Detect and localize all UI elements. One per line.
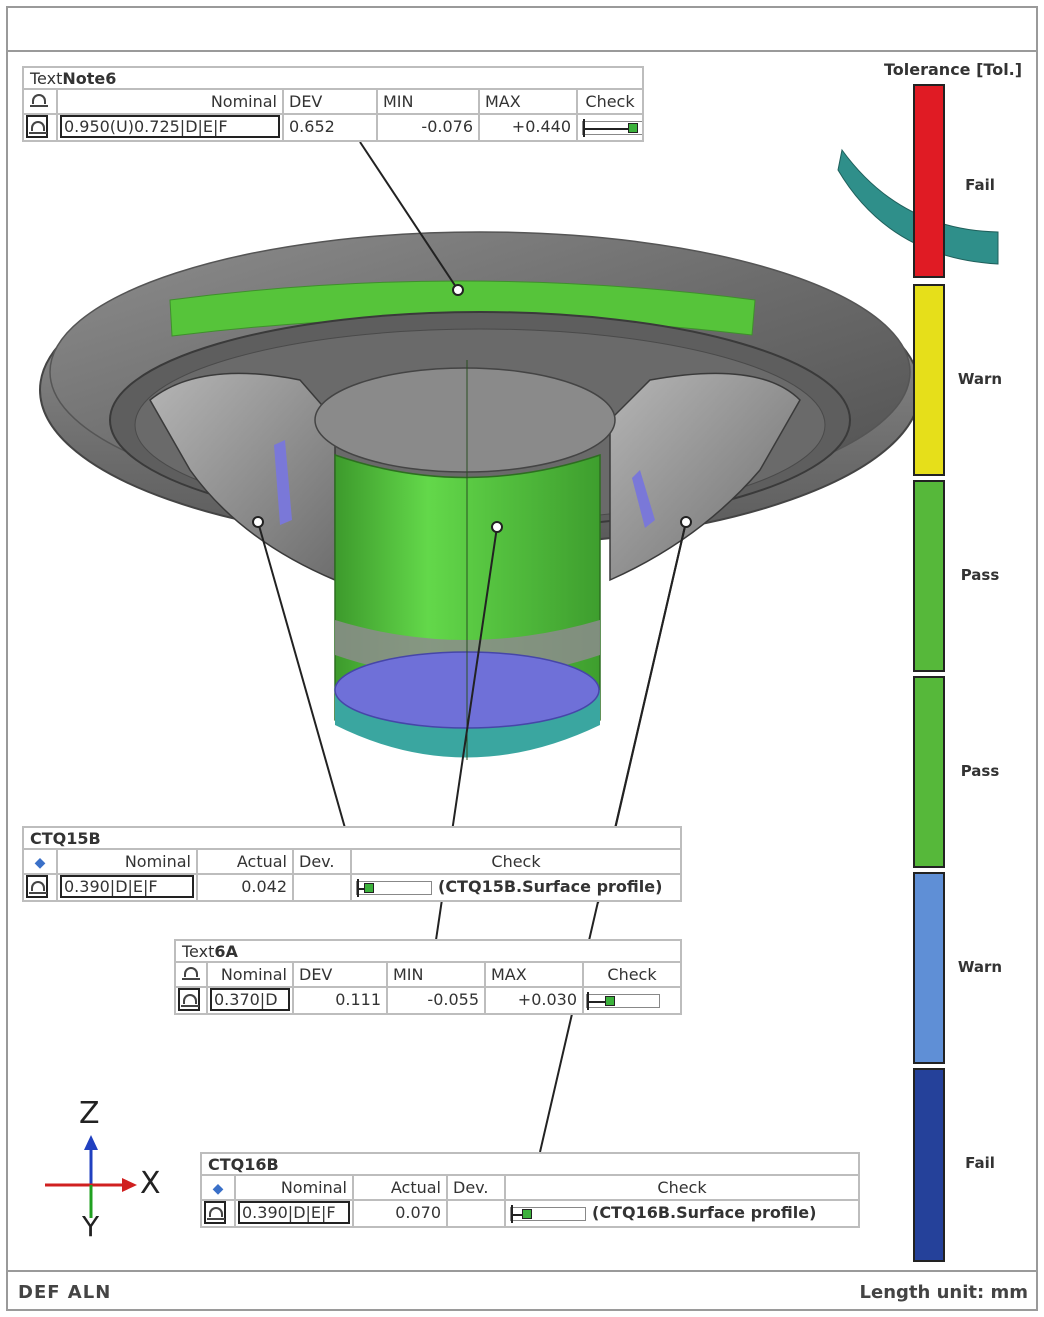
max-value: +0.440 (480, 115, 578, 140)
annotation-title: CTQ16B (202, 1154, 858, 1176)
x-axis-label: X (140, 1166, 161, 1201)
max-value: +0.030 (486, 988, 584, 1013)
header-nominal: Nominal (236, 1176, 354, 1199)
annotation-text6a[interactable]: Text6A Nominal DEV MIN MAX Check 0.370|D… (174, 939, 682, 1015)
legend-segment-warn-high (913, 284, 945, 476)
min-value: -0.055 (388, 988, 486, 1013)
check-indicator (356, 878, 432, 897)
annotation-textnote6[interactable]: TextNote6 Nominal DEV MIN MAX Check 0.95… (22, 66, 644, 142)
surface-profile-icon (181, 963, 203, 986)
actual-value: 0.070 (354, 1201, 448, 1226)
y-axis-label: Y (82, 1210, 100, 1243)
legend-segment-pass-high (913, 480, 945, 672)
probe-point-3 (491, 521, 503, 533)
header-dev: Dev. (294, 850, 352, 873)
legend-segment-fail-low (913, 1068, 945, 1262)
legend-segment-warn-low (913, 872, 945, 1064)
alignment-label: DEF ALN (18, 1282, 112, 1303)
header-max: MAX (486, 963, 584, 986)
header-min: MIN (388, 963, 486, 986)
check-indicator (582, 118, 642, 137)
annotation-ctq16b[interactable]: CTQ16B ◆ Nominal Actual Dev. Check 0.390… (200, 1152, 860, 1228)
nominal-value: 0.390|D|E|F (60, 875, 194, 898)
surface-profile-icon (178, 988, 200, 1011)
leader-textnote6 (359, 141, 459, 291)
actual-value: 0.042 (198, 875, 294, 900)
surface-profile-icon (204, 1201, 226, 1224)
header-check: Check (607, 965, 657, 984)
check-indicator (586, 991, 660, 1010)
leader-ctq15b (257, 521, 346, 829)
header-actual: Actual (354, 1176, 448, 1199)
header-min: MIN (378, 90, 480, 113)
annotation-title: 6A (214, 942, 238, 961)
legend-label-fail-low: Fail (965, 1154, 995, 1172)
annotation-value-row: 0.370|D 0.111 -0.055 +0.030 (176, 988, 680, 1013)
legend-segment-fail-high (913, 84, 945, 278)
datum-diamond-icon: ◆ (212, 1181, 224, 1197)
annotation-header-row: ◆ Nominal Actual Dev. Check (24, 850, 680, 875)
header-actual: Actual (198, 850, 294, 873)
legend-label-pass-high: Pass (960, 566, 1000, 584)
report-header-strip (6, 6, 1038, 52)
header-nominal: Nominal (208, 963, 294, 986)
header-dev: DEV (284, 90, 378, 113)
dev-value: 0.652 (284, 115, 378, 140)
annotation-ctq15b[interactable]: CTQ15B ◆ Nominal Actual Dev. Check 0.390… (22, 826, 682, 902)
length-unit-label: Length unit: mm (859, 1282, 1028, 1303)
dev-value (294, 875, 352, 900)
header-dev: DEV (294, 963, 388, 986)
status-bar: DEF ALN Length unit: mm (6, 1270, 1038, 1311)
annotation-title-prefix: Text (182, 942, 215, 961)
probe-point-1 (452, 284, 464, 296)
datum-diamond-icon: ◆ (34, 855, 46, 871)
header-dev: Dev. (448, 1176, 506, 1199)
header-nominal: Nominal (58, 850, 198, 873)
annotation-value-row: 0.950(U)0.725|D|E|F 0.652 -0.076 +0.440 (24, 115, 642, 140)
adjacent-part-edge (837, 148, 999, 265)
header-check: Check (657, 1178, 707, 1197)
legend-title: Tolerance [Tol.] (884, 60, 1023, 79)
annotation-title: CTQ15B (24, 828, 680, 850)
probe-point-4 (680, 516, 692, 528)
surface-profile-icon (29, 90, 51, 113)
nominal-value: 0.370|D (210, 988, 290, 1011)
legend-label-warn-low: Warn (957, 958, 1003, 976)
annotation-title-prefix: Text (30, 69, 63, 88)
legend-label-pass-low: Pass (960, 762, 1000, 780)
check-indicator (510, 1204, 586, 1223)
header-nominal: Nominal (58, 90, 284, 113)
header-check: Check (585, 92, 635, 111)
dev-value (448, 1201, 506, 1226)
annotation-header-row: Nominal DEV MIN MAX Check (24, 90, 642, 115)
annotation-value-row: 0.390|D|E|F 0.070 (CTQ16B.Surface profil… (202, 1201, 858, 1226)
hub-collar (314, 367, 616, 473)
check-label: (CTQ15B.Surface profile) (438, 877, 663, 896)
annotation-title: Note6 (62, 69, 117, 88)
probe-point-2 (252, 516, 264, 528)
surface-profile-icon (26, 875, 48, 898)
gusset-right (609, 372, 801, 582)
nominal-value: 0.390|D|E|F (238, 1201, 350, 1224)
check-label: (CTQ16B.Surface profile) (592, 1203, 817, 1222)
dev-value: 0.111 (294, 988, 388, 1013)
coordinate-triad (45, 1135, 137, 1218)
annotation-header-row: Nominal DEV MIN MAX Check (176, 963, 680, 988)
z-axis-label: Z (79, 1096, 100, 1131)
min-value: -0.076 (378, 115, 480, 140)
legend-segment-pass-low (913, 676, 945, 868)
surface-profile-icon (26, 115, 48, 138)
annotation-value-row: 0.390|D|E|F 0.042 (CTQ15B.Surface profil… (24, 875, 680, 900)
header-max: MAX (480, 90, 578, 113)
header-check: Check (491, 852, 541, 871)
annotation-header-row: ◆ Nominal Actual Dev. Check (202, 1176, 858, 1201)
nominal-value: 0.950(U)0.725|D|E|F (60, 115, 280, 138)
legend-label-fail-high: Fail (965, 176, 995, 194)
legend-label-warn-high: Warn (957, 370, 1003, 388)
